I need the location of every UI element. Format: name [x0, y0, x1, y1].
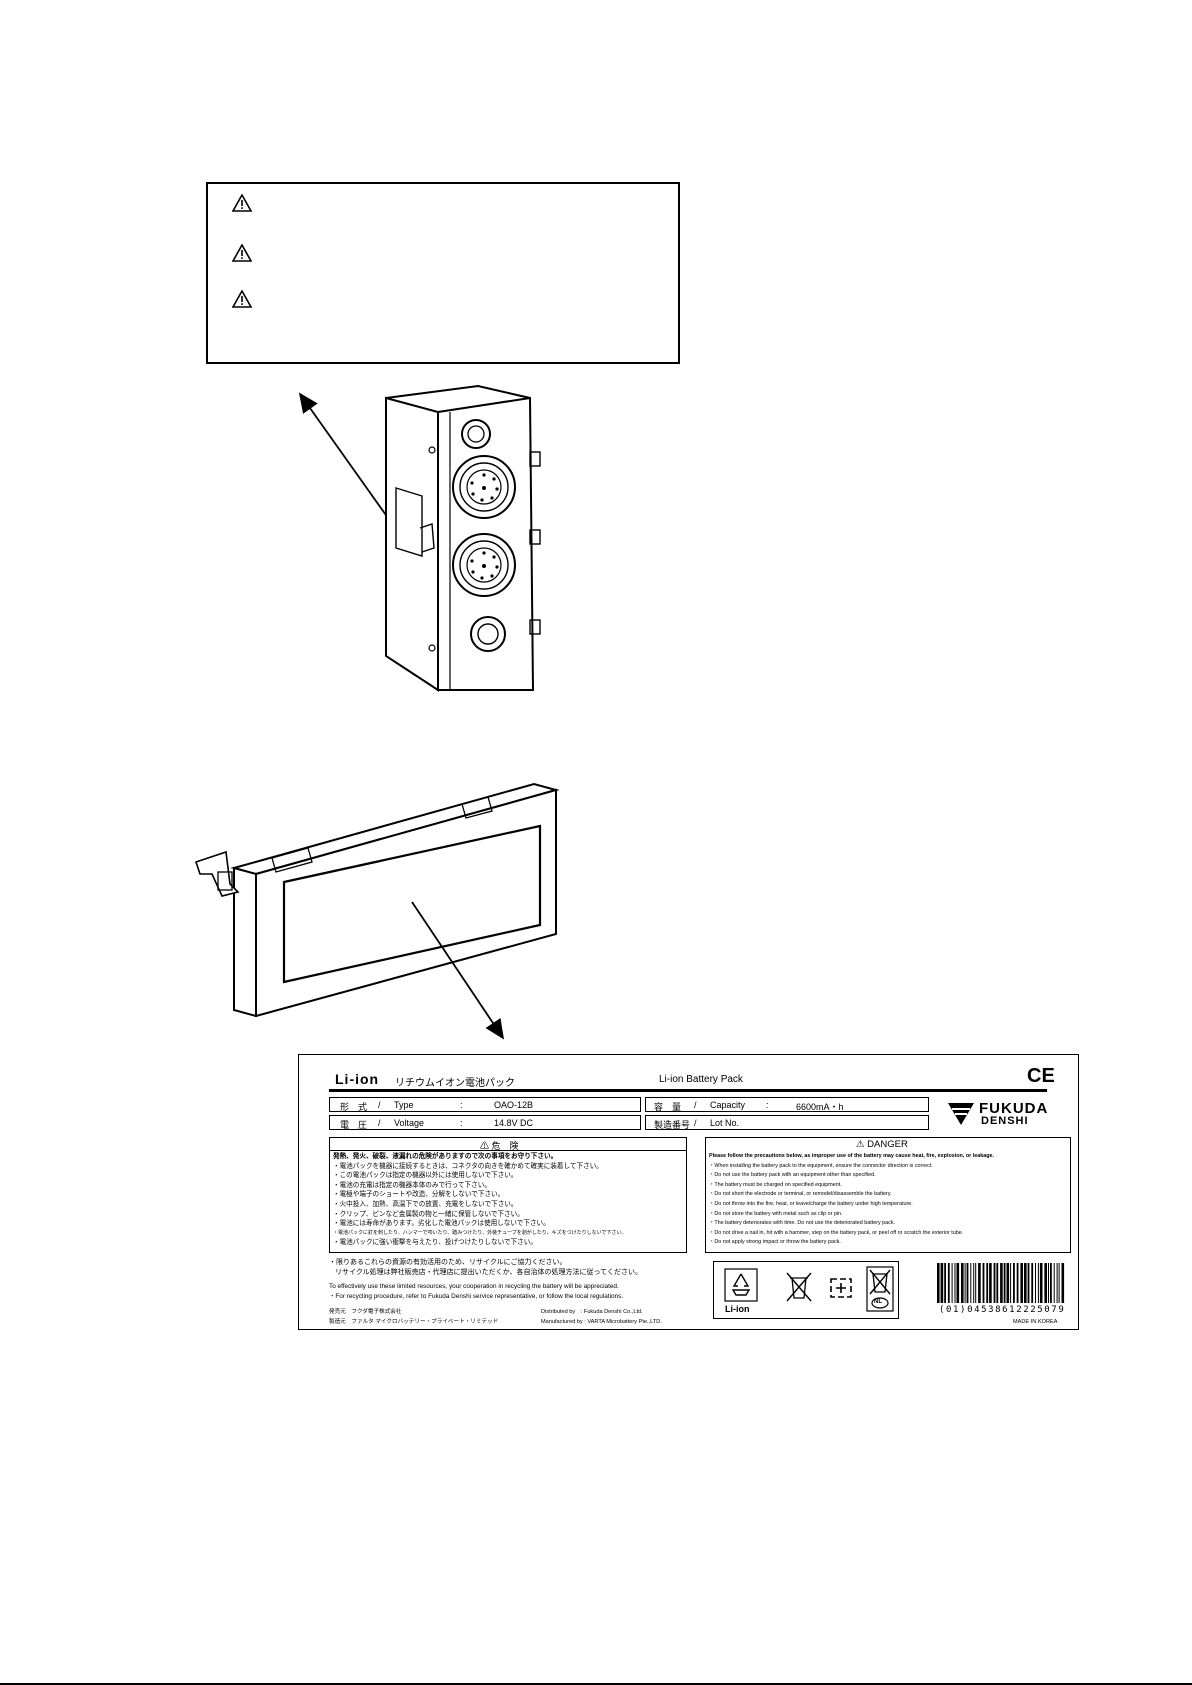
danger-en-list: Please follow the precautions below, as …: [709, 1153, 994, 1246]
logo-line-1: FUKUDA: [979, 1100, 1049, 1117]
barcode-bar: [947, 1263, 950, 1303]
danger-jp-title: ⚠ 危 険: [480, 1141, 519, 1151]
barcode-bar: [1050, 1263, 1052, 1303]
nl-mark: NL: [874, 1299, 882, 1305]
made-in-text: MADE IN KOREA: [1013, 1319, 1058, 1325]
danger-en-box: ⚠ DANGER Please follow the precautions b…: [705, 1137, 1071, 1253]
warning-line: [224, 244, 664, 268]
barcode-bar: [1044, 1263, 1047, 1303]
barcode-bar: [956, 1263, 960, 1303]
warning-triangle-icon: [232, 194, 252, 212]
barcode-bar: [1058, 1263, 1060, 1303]
barcode-bar: [937, 1263, 940, 1303]
danger-jp-list: 発熱、発火、破裂、液漏れの危険がありますので次の事項をお守り下さい。 ・電池パッ…: [333, 1153, 627, 1247]
product-name-jp: リチウムイオン電池パック: [395, 1078, 515, 1089]
warning-label-box: [206, 182, 680, 364]
nl-bin-icon: [866, 1266, 894, 1312]
barcode-bar: [951, 1263, 953, 1303]
china-recycle-icon: [830, 1278, 852, 1298]
module-unit-drawing: [385, 384, 541, 692]
barcode-bar: [986, 1263, 989, 1303]
brand-text: Li-ion: [335, 1071, 380, 1087]
barcode-bar: [996, 1263, 999, 1303]
barcode-bar: [975, 1263, 977, 1303]
barcode-bar: [1003, 1263, 1006, 1303]
recycle-text-jp: ・限りあるこれらの資源の有効活用のため、リサイクルにご協力ください。 リサイクル…: [329, 1259, 642, 1276]
barcode-bar: [1024, 1263, 1027, 1303]
callout-arrow-up: [298, 392, 394, 526]
lot-field: 製造番号/ Lot No.: [645, 1115, 929, 1130]
barcode-bar: [973, 1263, 975, 1303]
barcode-bar: [978, 1263, 981, 1303]
barcode-bar: [1035, 1263, 1036, 1303]
barcode-bar: [1016, 1263, 1019, 1303]
warning-triangle-icon: [232, 290, 252, 308]
maker-en: Distributed by : Fukuda Denshi Co.,Ltd. …: [541, 1309, 662, 1325]
barcode-bar: [989, 1263, 992, 1303]
barcode-bar: [1000, 1263, 1003, 1303]
barcode-bar: [1027, 1263, 1030, 1303]
barcode-bar: [982, 1263, 985, 1303]
logo-line-2: DENSHI: [981, 1115, 1029, 1127]
barcode-bar: [1061, 1263, 1065, 1303]
barcode-bar: [1020, 1263, 1023, 1303]
barcode-bar: [940, 1263, 944, 1303]
barcode-bar: [1037, 1263, 1039, 1303]
barcode-bar: [944, 1263, 946, 1303]
ce-mark: CE: [1027, 1065, 1055, 1087]
danger-jp-box: ⚠ 危 険 発熱、発火、破裂、液漏れの危険がありますので次の事項をお守り下さい。…: [329, 1137, 687, 1253]
barcode-bar: [964, 1263, 966, 1303]
barcode-bar: [1013, 1263, 1015, 1303]
recycle-text-en: To effectively use these limited resourc…: [329, 1283, 624, 1300]
battery-pack-drawing: [194, 782, 560, 1018]
warning-line: [224, 194, 664, 218]
maker-jp: 発売元 フクダ電子株式会社 製造元 ファルタ マイクロバッテリー・プライベート・…: [329, 1309, 499, 1325]
barcode-bar: [1006, 1263, 1010, 1303]
callout-arrow-down: [411, 901, 505, 1040]
barcode-bar: [970, 1263, 972, 1303]
warning-triangle-icon: [232, 244, 252, 262]
barcode-bar: [1053, 1263, 1055, 1303]
page-bottom-rule: [0, 1683, 1192, 1685]
barcode-bar: [993, 1263, 996, 1303]
battery-label: Li-ion リチウムイオン電池パック Li-ion Battery Pack …: [298, 1054, 1079, 1330]
connector-pins: [470, 473, 499, 580]
symbols-box: Li-ion NL: [713, 1261, 899, 1319]
barcode-bar: [1010, 1263, 1012, 1303]
voltage-field: 電 圧/ Voltage: 14.8V DC: [329, 1115, 641, 1130]
crossed-bin-icon: [786, 1272, 812, 1302]
capacity-field: 容 量/ Capacity: 6600mA・h: [645, 1097, 929, 1112]
fukuda-logo-icon: [948, 1103, 974, 1125]
header-rule: [329, 1089, 1047, 1092]
barcode-bar: [1031, 1263, 1034, 1303]
warning-line: [224, 290, 664, 314]
barcode-bar: [1048, 1263, 1049, 1303]
barcode-bar: [1056, 1263, 1058, 1303]
barcode-bar: [954, 1263, 956, 1303]
barcode: [937, 1263, 1065, 1303]
barcode-number: (01)04538612225079: [939, 1305, 1066, 1315]
recycle-icon: [724, 1268, 758, 1302]
li-ion-symbol-text: Li-ion: [725, 1304, 750, 1314]
barcode-bar: [961, 1263, 964, 1303]
product-name-en: Li-ion Battery Pack: [659, 1074, 743, 1085]
barcode-bar: [1039, 1263, 1043, 1303]
barcode-bar: [966, 1263, 969, 1303]
type-field: 形 式/ Type: OAO-12B: [329, 1097, 641, 1112]
danger-en-title: ⚠ DANGER: [856, 1139, 908, 1150]
